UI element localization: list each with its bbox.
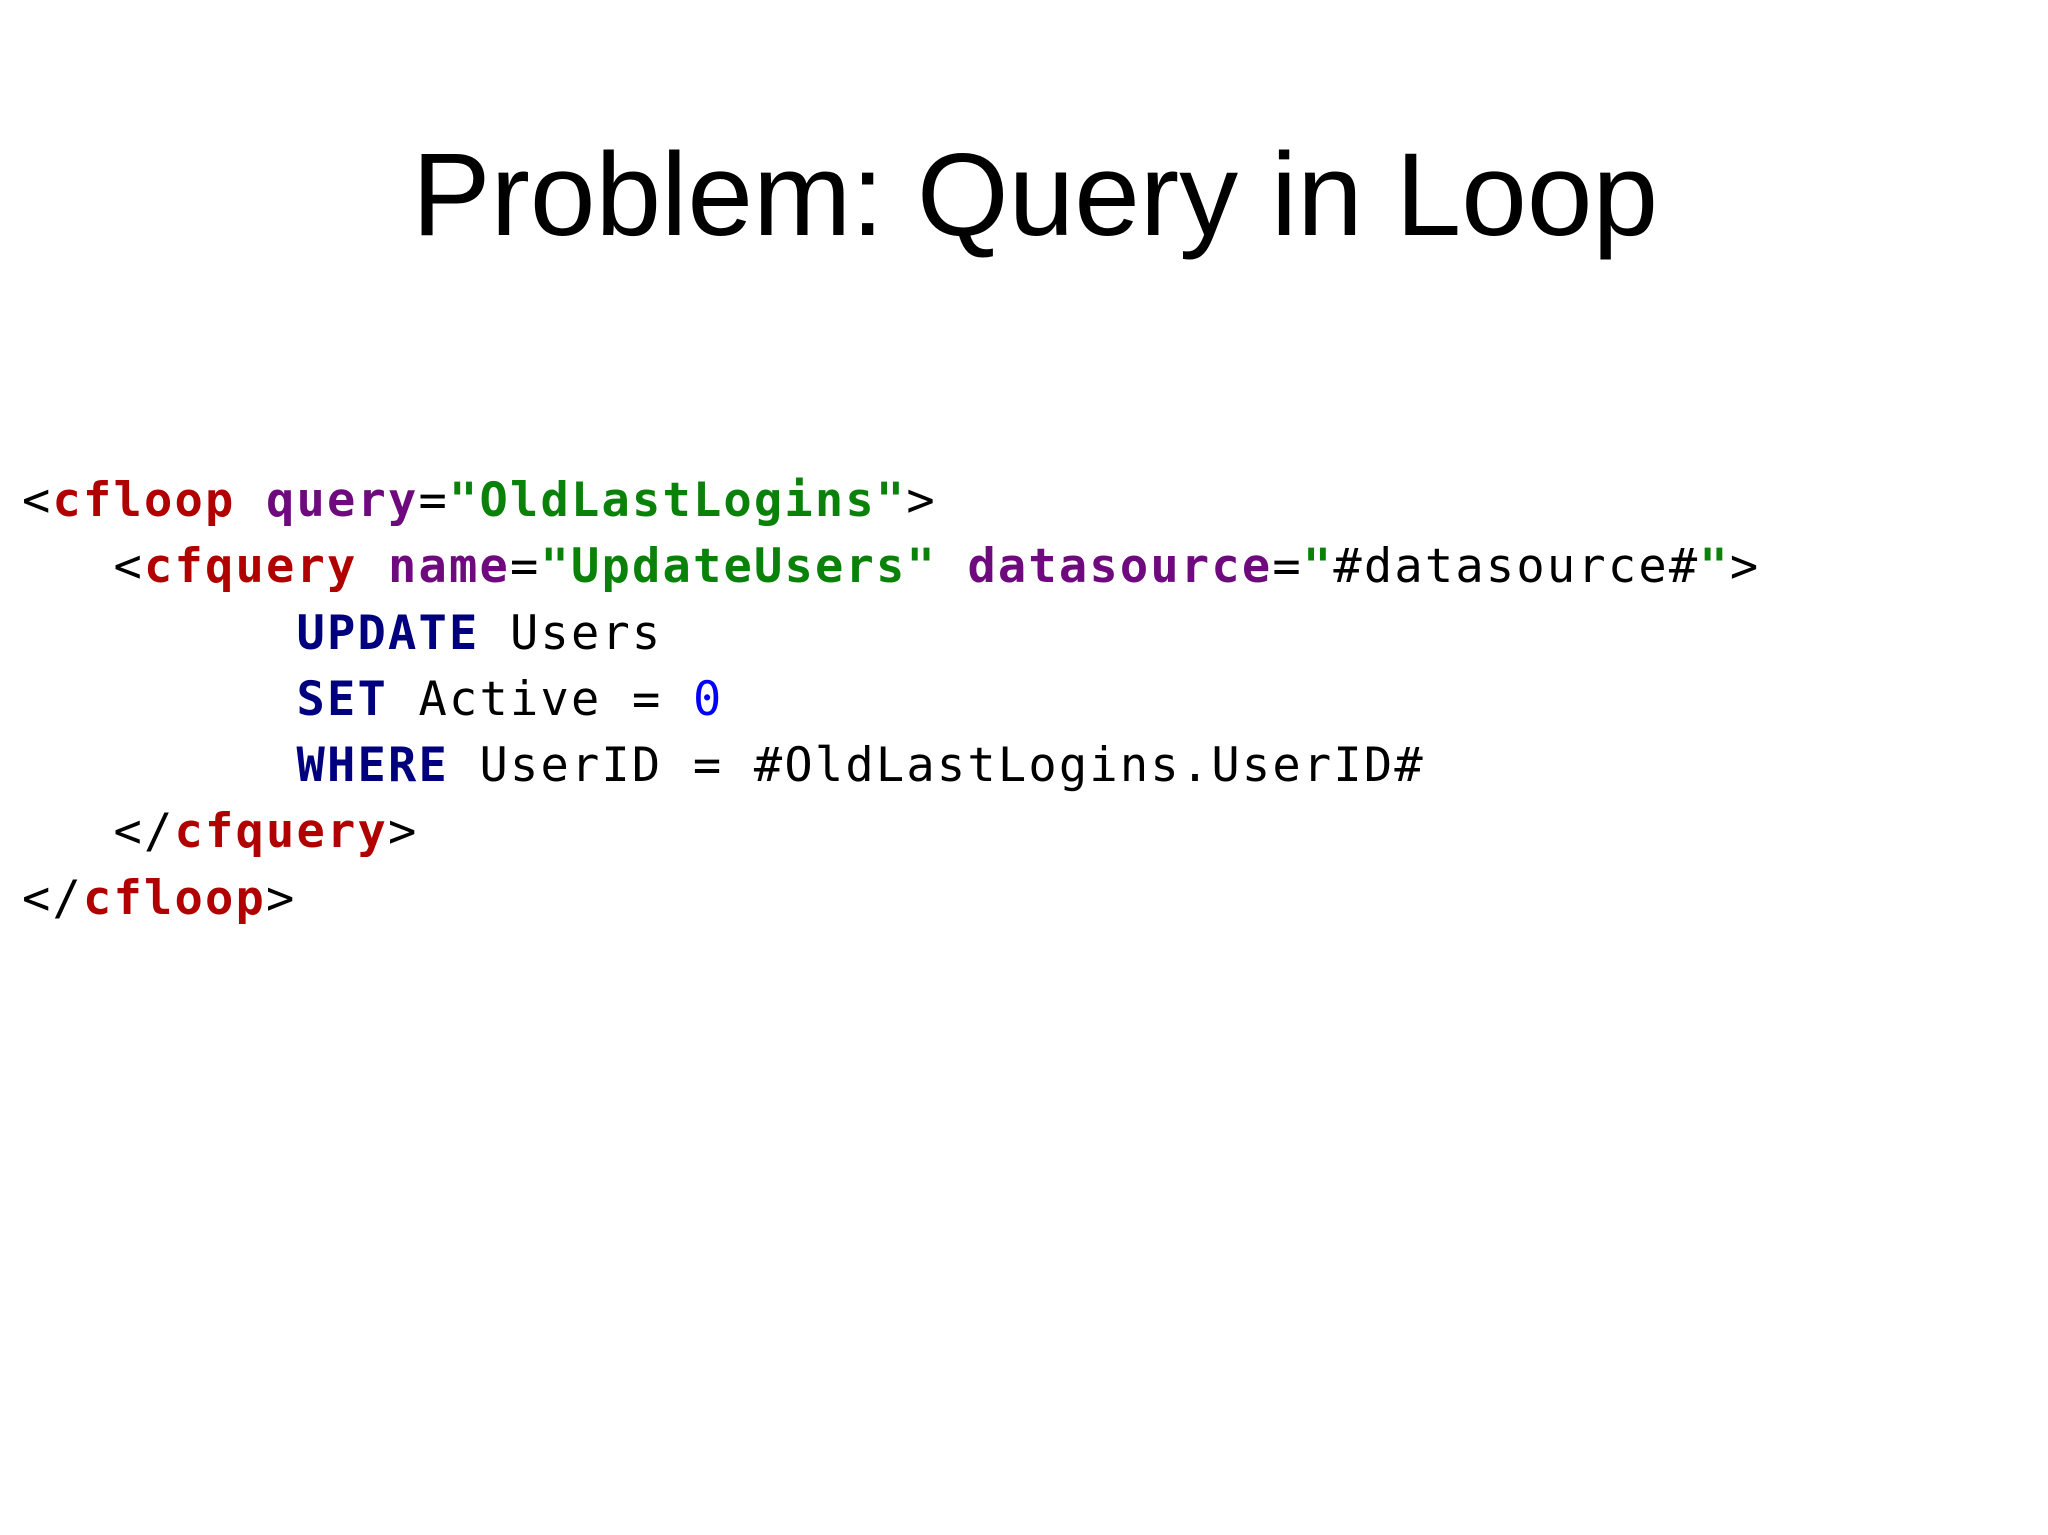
code-line: </cfquery> — [22, 799, 1760, 865]
sql-keyword: UPDATE — [296, 605, 480, 661]
code-tag-name: cfloop — [83, 870, 266, 926]
code-text: = — [418, 473, 449, 528]
code-text — [235, 473, 266, 528]
sql-keyword: SET — [296, 671, 388, 727]
code-text: Active = — [387, 671, 693, 727]
code-text: < — [113, 539, 144, 595]
code-text: </ — [113, 804, 175, 860]
code-indent — [22, 804, 114, 859]
code-line: </cfloop> — [22, 866, 1760, 932]
code-indent — [22, 539, 114, 594]
slide-title: Problem: Query in Loop — [411, 129, 1659, 261]
code-text: > — [1729, 539, 1761, 595]
code-tag-name: cfquery — [174, 804, 388, 860]
sql-keyword: WHERE — [296, 738, 449, 794]
code-text: < — [22, 473, 53, 528]
code-line: <cfquery name="UpdateUsers" datasource="… — [22, 534, 1760, 600]
code-number: 0 — [692, 671, 724, 727]
code-text: #datasource# — [1333, 539, 1700, 595]
code-string: "UpdateUsers" — [540, 539, 937, 595]
code-text — [357, 539, 388, 594]
code-attribute: datasource — [967, 539, 1273, 595]
code-text: = — [1272, 539, 1303, 595]
code-string: "OldLastLogins" — [448, 473, 907, 528]
code-text: > — [906, 473, 937, 528]
code-text: </ — [22, 870, 83, 926]
code-block: <cfloop query="OldLastLogins"> <cfquery … — [22, 468, 1760, 932]
code-string: " — [1302, 539, 1334, 595]
code-text — [937, 539, 968, 594]
code-text: = — [509, 539, 541, 595]
code-line: <cfloop query="OldLastLogins"> — [22, 468, 1760, 534]
code-indent — [22, 606, 296, 661]
code-line: UPDATE Users — [22, 601, 1760, 667]
code-text: > — [265, 870, 297, 926]
code-string: " — [1699, 539, 1730, 595]
code-text: UserID = #OldLastLogins.UserID# — [448, 738, 1425, 794]
code-text: Users — [479, 605, 663, 661]
code-line: WHERE UserID = #OldLastLogins.UserID# — [22, 733, 1760, 799]
code-attribute: query — [265, 473, 419, 528]
code-line: SET Active = 0 — [22, 667, 1760, 733]
code-attribute: name — [387, 539, 510, 595]
code-tag-name: cfloop — [52, 473, 236, 528]
code-text: > — [387, 804, 419, 860]
code-indent — [22, 672, 296, 727]
code-tag-name: cfquery — [144, 539, 358, 595]
code-indent — [22, 738, 296, 793]
